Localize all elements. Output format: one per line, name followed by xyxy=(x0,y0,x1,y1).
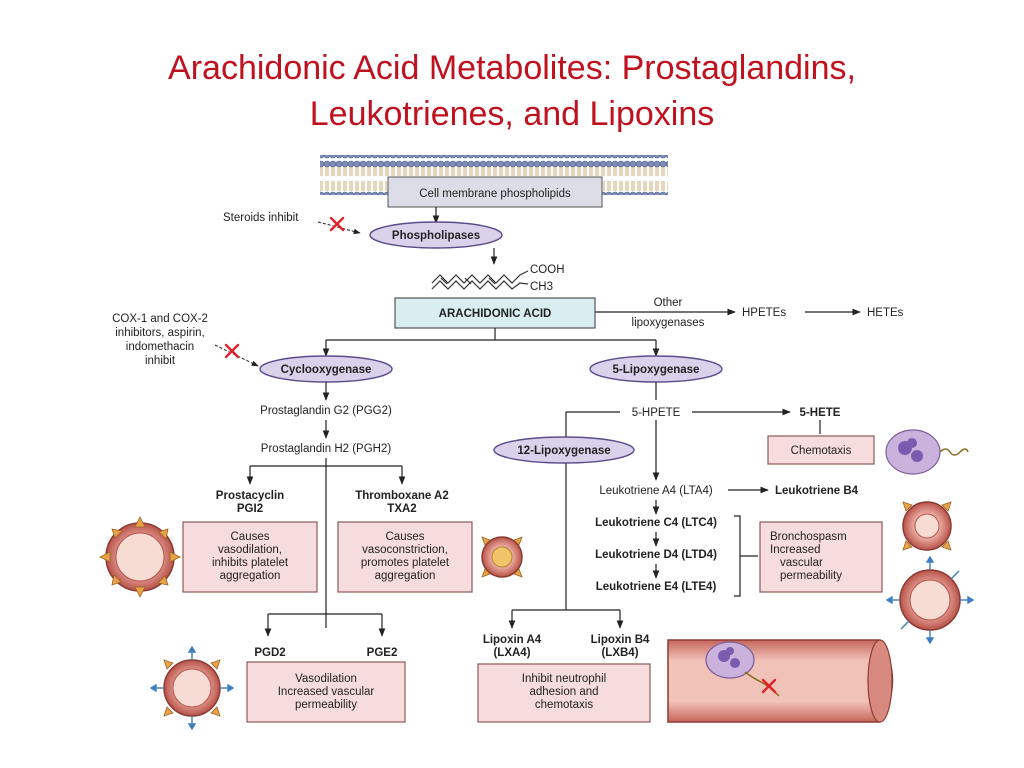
title-line-1: Arachidonic Acid Metabolites: Prostaglan… xyxy=(168,49,856,87)
svg-text:vasoconstriction,: vasoconstriction, xyxy=(362,544,448,556)
neutrophil-icon xyxy=(885,429,969,475)
chemotaxis-box xyxy=(767,435,875,465)
svg-text:COX-1 and COX-2: COX-1 and COX-2 xyxy=(112,313,208,325)
pgi2-effect-box xyxy=(182,521,318,593)
inhibit-x-icon xyxy=(224,343,240,359)
blood-vessel-neutrophil-icon xyxy=(667,639,894,723)
prostacyclin-label: Prostacyclin PGI2 xyxy=(216,490,284,515)
cyclooxygenase-label: Cyclooxygenase xyxy=(281,364,372,376)
svg-text:promotes platelet: promotes platelet xyxy=(361,557,450,569)
phospholipases-enzyme xyxy=(369,221,503,249)
page-title: Arachidonic Acid Metabolites: Prostaglan… xyxy=(0,45,1024,137)
inhibit-x-icon xyxy=(329,216,345,232)
svg-text:Vasodilation: Vasodilation xyxy=(295,673,357,685)
leaky-vessel-icon xyxy=(149,645,235,731)
svg-text:permeability: permeability xyxy=(295,699,357,711)
svg-text:aggregation: aggregation xyxy=(220,570,281,582)
lxb4-label: Lipoxin B4 (LXB4) xyxy=(591,634,650,659)
bronchospasm-effect-text: Bronchospasm Increased vascular permeabi… xyxy=(770,531,847,582)
svg-text:adhesion and: adhesion and xyxy=(529,686,598,698)
svg-text:inhibit: inhibit xyxy=(145,355,176,367)
pgd2-pge2-effect-box xyxy=(246,661,406,723)
ltd4-label: Leukotriene D4 (LTD4) xyxy=(595,549,717,561)
pgh2-label: Prostaglandin H2 (PGH2) xyxy=(261,443,392,455)
svg-text:chemotaxis: chemotaxis xyxy=(535,699,593,711)
svg-text:indomethacin: indomethacin xyxy=(126,341,194,353)
txa2-effect-box xyxy=(337,521,473,593)
svg-text:Inhibit neutrophil: Inhibit neutrophil xyxy=(522,673,606,685)
constricted-vessel-icon xyxy=(481,536,523,578)
other-label: Other xyxy=(654,297,683,309)
arachidonic-acid-structure-icon xyxy=(431,270,529,290)
pgi2-effect-text: Causes vasodilation, inhibits platelet a… xyxy=(212,531,289,582)
txa2-effect-text: Causes vasoconstriction, promotes platel… xyxy=(361,531,450,582)
svg-text:inhibitors, aspirin,: inhibitors, aspirin, xyxy=(115,327,204,339)
ltb4-label: Leukotriene B4 xyxy=(775,485,859,497)
cox-inhibitors-label: COX-1 and COX-2 inhibitors, aspirin, ind… xyxy=(112,313,208,367)
lipoxygenases-label: lipoxygenases xyxy=(632,317,705,329)
membrane-label: Cell membrane phospholipids xyxy=(419,188,571,200)
svg-text:Causes: Causes xyxy=(231,531,270,543)
dilated-vessel-icon xyxy=(99,516,181,598)
svg-text:(LXA4): (LXA4) xyxy=(493,647,530,659)
lipoxin-effect-text: Inhibit neutrophil adhesion and chemotax… xyxy=(522,673,606,711)
constricted-vessel-icon xyxy=(902,501,952,551)
svg-text:inhibits platelet: inhibits platelet xyxy=(212,557,289,569)
lipoxin-effect-box xyxy=(477,663,651,723)
5-hpete-label: 5-HPETE xyxy=(632,407,681,419)
membrane-box xyxy=(387,176,603,208)
thromboxane-label: Thromboxane A2 TXA2 xyxy=(355,490,449,515)
leaky-vessel-icon xyxy=(885,555,975,645)
lta4-label: Leukotriene A4 (LTA4) xyxy=(599,485,713,497)
arachidonic-acid-label: ARACHIDONIC ACID xyxy=(439,308,552,320)
svg-text:Lipoxin A4: Lipoxin A4 xyxy=(483,634,542,646)
12-lipoxygenase-enzyme xyxy=(493,436,635,464)
bronchospasm-effect-box xyxy=(759,521,883,593)
pgg2-label: Prostaglandin G2 (PGG2) xyxy=(260,405,392,417)
title-line-2: Leukotrienes, and Lipoxins xyxy=(309,95,715,133)
svg-text:vascular: vascular xyxy=(780,557,823,569)
svg-text:Increased: Increased xyxy=(770,544,821,556)
svg-text:Bronchospasm: Bronchospasm xyxy=(770,531,847,543)
svg-text:Thromboxane A2: Thromboxane A2 xyxy=(355,490,449,502)
pge2-label: PGE2 xyxy=(367,647,398,659)
lte4-label: Leukotriene E4 (LTE4) xyxy=(596,581,717,593)
5-hete-label: 5-HETE xyxy=(800,407,841,419)
lxa4-label: Lipoxin A4 (LXA4) xyxy=(483,634,542,659)
svg-text:vasodilation,: vasodilation, xyxy=(218,544,282,556)
svg-text:Increased vascular: Increased vascular xyxy=(278,686,375,698)
ch3-label: CH3 xyxy=(530,281,553,293)
pgd2-label: PGD2 xyxy=(254,647,285,659)
phospholipases-label: Phospholipases xyxy=(392,230,480,242)
cooh-label: COOH xyxy=(530,264,565,276)
svg-text:Causes: Causes xyxy=(386,531,425,543)
pgd2-pge2-effect-text: Vasodilation Increased vascular permeabi… xyxy=(278,673,375,711)
svg-text:(LXB4): (LXB4) xyxy=(601,647,638,659)
svg-text:Prostacyclin: Prostacyclin xyxy=(216,490,284,502)
arachidonic-acid-box xyxy=(394,297,596,329)
5-lipoxygenase-label: 5-Lipoxygenase xyxy=(613,364,700,376)
chemotaxis-label: Chemotaxis xyxy=(791,445,852,457)
svg-text:TXA2: TXA2 xyxy=(387,503,416,515)
svg-text:aggregation: aggregation xyxy=(375,570,436,582)
svg-text:PGI2: PGI2 xyxy=(237,503,263,515)
hpetes-label: HPETEs xyxy=(742,307,786,319)
svg-text:permeability: permeability xyxy=(780,570,842,582)
ltc4-label: Leukotriene C4 (LTC4) xyxy=(595,517,717,529)
12-lipoxygenase-label: 12-Lipoxygenase xyxy=(517,445,610,457)
hetes-label: HETEs xyxy=(867,307,904,319)
svg-text:Lipoxin B4: Lipoxin B4 xyxy=(591,634,650,646)
steroids-inhibit-label: Steroids inhibit xyxy=(223,212,299,224)
